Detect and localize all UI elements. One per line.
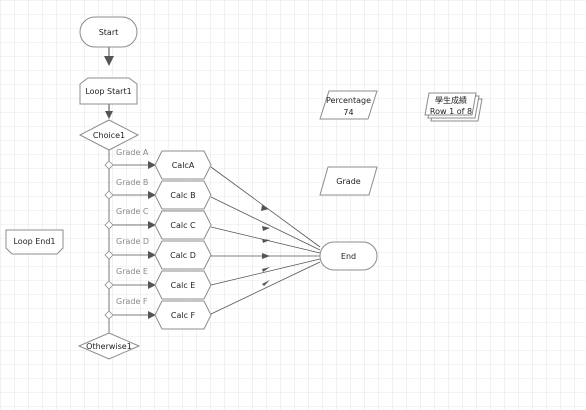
branch-label-a: Grade A bbox=[116, 148, 149, 157]
otherwise-node[interactable]: Otherwise1 bbox=[77, 332, 141, 360]
calc-e-node[interactable]: Calc E bbox=[154, 270, 212, 300]
branch-label-c: Grade C bbox=[116, 207, 149, 216]
record-title: 學生成績 bbox=[435, 95, 467, 105]
calc-to-end-connectors bbox=[210, 166, 321, 315]
branch-label-d: Grade D bbox=[116, 237, 149, 246]
calc-a-node[interactable]: CalcA bbox=[154, 150, 212, 180]
start-label: Start bbox=[99, 28, 119, 37]
calc-c-label: Calc C bbox=[170, 221, 196, 230]
percentage-node[interactable]: Percentage 74 bbox=[319, 90, 378, 120]
calc-d-node[interactable]: Calc D bbox=[154, 240, 212, 270]
calc-d-label: Calc D bbox=[170, 251, 196, 260]
branch-label-e: Grade E bbox=[116, 267, 148, 276]
choice-node[interactable]: Choice1 bbox=[78, 119, 140, 151]
loop-end-label: Loop End1 bbox=[13, 237, 55, 246]
loop-start-label: Loop Start1 bbox=[85, 87, 131, 96]
grade-node[interactable]: Grade bbox=[319, 166, 378, 196]
choice-label: Choice1 bbox=[93, 131, 125, 140]
percentage-value: 74 bbox=[343, 108, 353, 117]
end-label: End bbox=[341, 252, 356, 261]
loop-start-node[interactable]: Loop Start1 bbox=[79, 77, 138, 105]
record-row: Row 1 of 8 bbox=[430, 107, 472, 116]
calc-b-node[interactable]: Calc B bbox=[154, 180, 212, 210]
grade-label: Grade bbox=[336, 177, 360, 186]
calc-a-label: CalcA bbox=[172, 161, 195, 170]
calc-f-label: Calc F bbox=[171, 311, 196, 320]
calc-f-node[interactable]: Calc F bbox=[154, 300, 212, 330]
branch-label-b: Grade B bbox=[116, 178, 148, 187]
calc-e-label: Calc E bbox=[171, 281, 196, 290]
end-node[interactable]: End bbox=[319, 241, 378, 271]
record-set-node[interactable]: 學生成績 Row 1 of 8 bbox=[424, 92, 483, 122]
start-node[interactable]: Start bbox=[79, 16, 138, 48]
loop-end-node[interactable]: Loop End1 bbox=[5, 229, 64, 255]
calc-c-node[interactable]: Calc C bbox=[154, 210, 212, 240]
otherwise-label: Otherwise1 bbox=[86, 342, 132, 351]
percentage-label: Percentage bbox=[326, 96, 371, 105]
branch-labels: Grade A Grade B Grade C Grade D Grade E … bbox=[116, 148, 149, 306]
branch-label-f: Grade F bbox=[116, 297, 148, 306]
branch-connectors bbox=[109, 161, 156, 319]
calc-b-label: Calc B bbox=[170, 191, 195, 200]
branch-diamonds bbox=[104, 160, 114, 320]
